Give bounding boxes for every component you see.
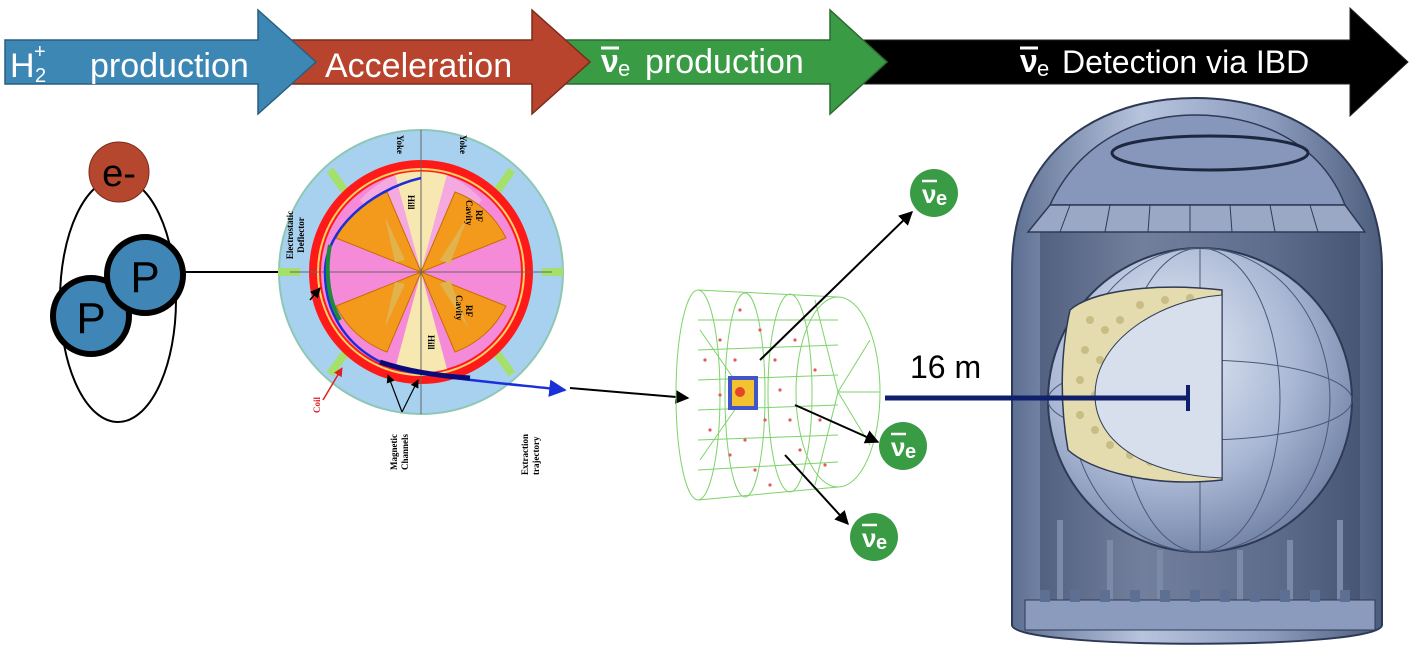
distance-label: 16 m (910, 349, 981, 385)
banner-h2-superscript: + (34, 41, 46, 63)
yoke-label-left: Yoke (395, 135, 405, 154)
beam-trajectory (323, 176, 567, 397)
banner-stage-antineutrino-production (539, 8, 889, 116)
target-mesh (675, 289, 881, 501)
proton-2-label: P (130, 253, 159, 302)
svg-text:ν: ν (891, 432, 905, 462)
coil-label: Coil (312, 397, 322, 414)
rf-cavity-top (420, 191, 507, 273)
banner-stage-detection (819, 6, 1409, 118)
proton-2 (104, 234, 186, 316)
magnetic-channels-label: MagneticChannels (389, 433, 410, 470)
antineutrino-arrow-up (759, 211, 914, 361)
hill-label-top: Hill (406, 195, 416, 210)
antineutrino-bubble-bottom: ν e (850, 513, 898, 561)
banner-nu-symbol: ν (601, 43, 619, 79)
extraction-trajectory-label: Extractiontrajectory (520, 434, 541, 475)
electrostatic-deflector-label: ElectrostaticDeflector (285, 211, 306, 259)
proton-1 (50, 275, 132, 357)
beam-to-target-arrow (569, 387, 690, 404)
rf-cavity-label-bottom: RFCavity (454, 295, 474, 321)
banner-antineutrino-production-label: production (645, 43, 804, 81)
proton-1-label: P (76, 294, 105, 343)
hill-label-bottom: Hill (426, 335, 436, 350)
banner-h2-symbol: H (10, 47, 35, 85)
process-banner: H + 2 production Acceleration ν e produc… (4, 6, 1409, 118)
banner-acceleration-label: Acceleration (325, 47, 512, 85)
banner-stage-acceleration (261, 8, 592, 116)
banner-h2-production-label: production (90, 47, 249, 85)
banner-detection-label: Detection via IBD (1062, 44, 1309, 80)
detector: 16 m (885, 96, 1383, 645)
rf-cavity-bottom (420, 271, 507, 353)
h2-molecule: e- P P (50, 141, 186, 423)
svg-text:ν: ν (862, 523, 876, 553)
yoke-label-right: Yoke (458, 135, 468, 154)
svg-text:e: e (936, 188, 947, 210)
svg-text:e: e (905, 441, 916, 463)
svg-text:ν: ν (922, 179, 936, 209)
rf-cavity-label-top: RFCavity (464, 200, 484, 226)
target-assembly: ν e ν e ν e (675, 169, 958, 561)
antineutrino-arrow-right (794, 404, 880, 444)
electron (88, 141, 150, 203)
antineutrino-bubble-top: ν e (910, 169, 958, 217)
banner-stage-h2-production (4, 8, 318, 116)
banner-nu-subscript: e (618, 56, 630, 81)
banner-h2-subscript: 2 (35, 65, 46, 87)
target-hits (703, 308, 827, 487)
svg-text:e: e (876, 532, 887, 554)
electron-label: e- (102, 153, 136, 195)
electrostatic-deflector (325, 244, 342, 322)
antineutrino-bubble-middle: ν e (879, 422, 927, 470)
magnetic-channels (379, 359, 471, 381)
antineutrino-arrow-down (784, 454, 849, 526)
banner-detect-nu-subscript: e (1037, 56, 1049, 81)
cyclotron: Yoke Yoke Hill Hill RFCavity RFCavity El… (278, 129, 567, 475)
banner-detect-nu-symbol: ν (1020, 43, 1038, 79)
